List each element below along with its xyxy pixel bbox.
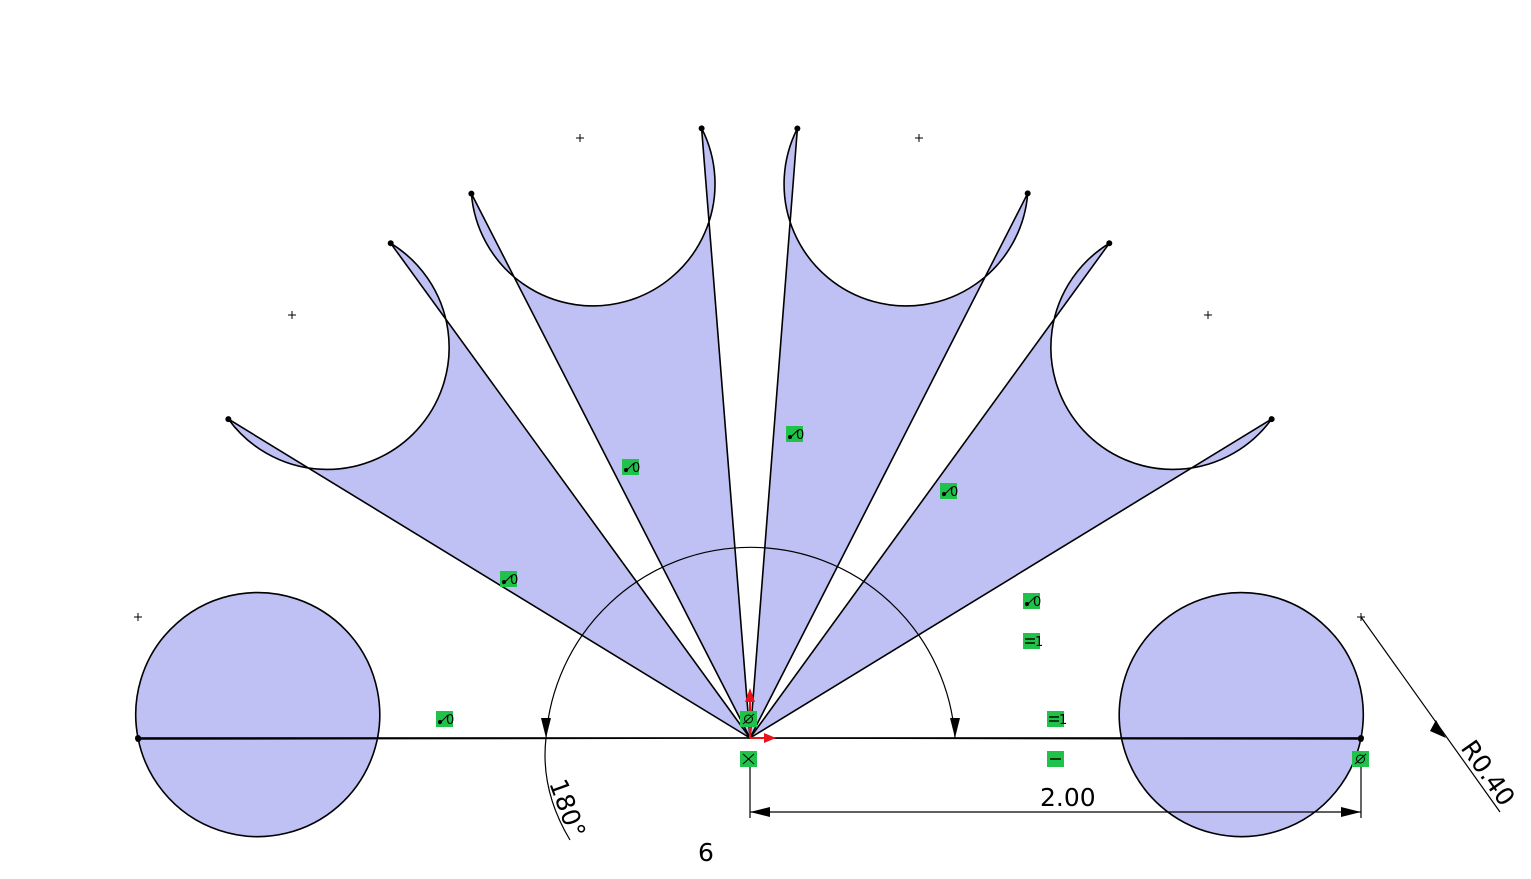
relation-equal-label: 1	[1059, 713, 1067, 728]
relation-equal-label: 1	[1035, 635, 1043, 650]
relation-tangent-label: 0	[796, 428, 804, 443]
angle-dimension-extension	[544, 737, 571, 841]
sketch-point[interactable]	[1358, 735, 1364, 741]
radius-arrow	[1430, 720, 1446, 738]
sketch-point[interactable]	[1024, 190, 1031, 197]
angle-dimension-value[interactable]: 180°	[543, 775, 591, 842]
relation-group: 0 0 0 0 0 0 1 1	[436, 426, 1369, 767]
angle-dimension[interactable]	[541, 546, 960, 841]
sketch-point[interactable]	[1268, 416, 1275, 423]
relation-tangent-icon[interactable]: 0	[786, 426, 804, 443]
relation-tangent-label: 0	[1033, 595, 1041, 610]
relation-tangent-icon[interactable]: 0	[622, 459, 640, 476]
radius-dimension-value[interactable]: R0.40	[1455, 735, 1521, 811]
sketch-point-group	[135, 125, 1364, 742]
relation-coincident-icon[interactable]	[1352, 751, 1369, 767]
length-dimension[interactable]	[749, 765, 1362, 818]
arc-center-mark[interactable]	[576, 134, 584, 142]
sketch-point[interactable]	[225, 416, 232, 423]
center-mark-group	[134, 134, 1365, 621]
arc-center-mark[interactable]	[1204, 311, 1212, 319]
sketch-point[interactable]	[468, 190, 475, 197]
length-arrow-right	[1341, 807, 1361, 817]
relation-tangent-icon[interactable]: 0	[1023, 593, 1041, 610]
petal-5[interactable]	[749, 242, 1273, 739]
arc-center-mark[interactable]	[134, 613, 142, 621]
petal-4[interactable]	[749, 127, 1029, 739]
arc-center-mark[interactable]	[288, 311, 296, 319]
relation-tangent-label: 0	[950, 485, 958, 500]
relation-fix-icon[interactable]	[740, 751, 757, 767]
length-dimension-value[interactable]: 2.00	[1040, 783, 1096, 812]
relation-tangent-label: 0	[446, 713, 454, 728]
pattern-count-value[interactable]: 6	[698, 838, 714, 867]
relation-tangent-label: 0	[632, 461, 640, 476]
relation-tangent-icon[interactable]: 0	[436, 711, 454, 728]
sketch-point[interactable]	[794, 125, 801, 132]
petal-3[interactable]	[470, 127, 751, 739]
relation-equal-icon[interactable]: 1	[1047, 711, 1067, 728]
relation-equal-icon[interactable]: 1	[1023, 633, 1043, 650]
angle-dimension-arc	[545, 546, 956, 739]
relation-horizontal-icon[interactable]	[1047, 751, 1064, 767]
radius-leader	[1360, 616, 1501, 813]
relation-coincident-icon[interactable]	[740, 711, 757, 727]
sketch-point[interactable]	[387, 240, 394, 247]
angle-arrow-right	[950, 718, 960, 738]
petal-1[interactable]	[134, 591, 751, 838]
angle-arrow-left	[541, 718, 551, 738]
sketch-point[interactable]	[135, 735, 142, 742]
relation-tangent-icon[interactable]: 0	[500, 571, 518, 588]
length-arrow-left	[750, 807, 770, 817]
relation-tangent-label: 0	[510, 573, 518, 588]
petal-6[interactable]	[749, 591, 1365, 838]
sketch-point[interactable]	[698, 125, 705, 132]
petal-2[interactable]	[227, 242, 751, 739]
radius-dimension[interactable]	[1360, 616, 1501, 813]
petal-group	[134, 127, 1365, 838]
arc-center-mark[interactable]	[915, 134, 923, 142]
relation-tangent-icon[interactable]: 0	[940, 483, 958, 500]
sketch-point[interactable]	[1106, 240, 1113, 247]
